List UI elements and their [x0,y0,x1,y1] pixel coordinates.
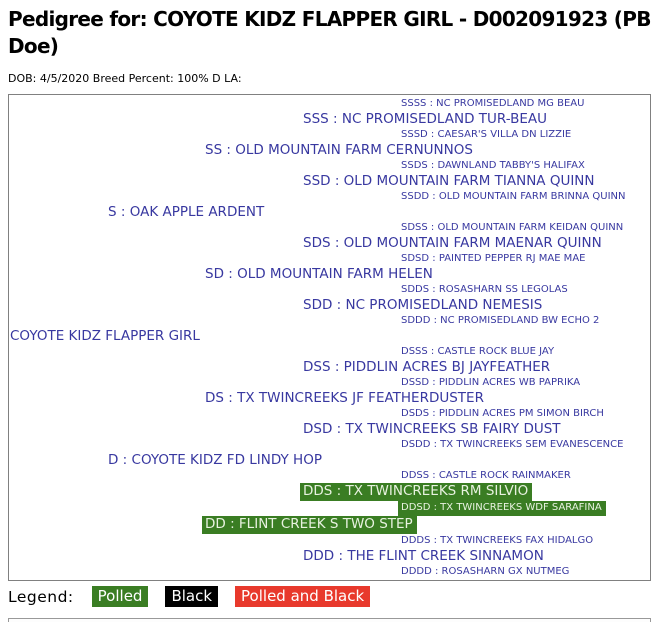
pedigree-row: SDDD : NC PROMISEDLAND BW ECHO 2 [9,314,650,328]
pedigree-row: DD : FLINT CREEK S TWO STEP [9,516,650,534]
pedigree-row: SS : OLD MOUNTAIN FARM CERNUNNOS [9,142,650,159]
pedigree-rows: SSSS : NC PROMISEDLAND MG BEAU SSS : NC P… [9,97,650,579]
legend-label: Legend: [8,587,74,606]
pedigree-name-link[interactable]: SDS : OLD MOUNTAIN FARM MAENAR QUINN [303,235,602,251]
pedigree-row: SDDS : ROSASHARN SS LEGOLAS [9,283,650,297]
page-subtitle: DOB: 4/5/2020 Breed Percent: 100% D LA: [8,72,242,85]
pedigree-row: DDDS : TX TWINCREEKS FAX HIDALGO [9,534,650,548]
pedigree-name-link[interactable]: DDDS : TX TWINCREEKS FAX HIDALGO [401,535,594,546]
pedigree-name-link[interactable]: SDSD : PAINTED PEPPER RJ MAE MAE [401,253,586,264]
pedigree-row: DS : TX TWINCREEKS JF FEATHERDUSTER [9,390,650,407]
pedigree-row: D : COYOTE KIDZ FD LINDY HOP [9,452,650,469]
pedigree-row: SDD : NC PROMISEDLAND NEMESIS [9,297,650,314]
legend-chip-polled: Polled [91,586,149,607]
pedigree-name-link[interactable]: DDS : TX TWINCREEKS RM SILVIO [300,483,533,501]
pedigree-row: DSSS : CASTLE ROCK BLUE JAY [9,345,650,359]
next-section-box [8,618,651,622]
pedigree-row: DSS : PIDDLIN ACRES BJ JAYFEATHER [9,359,650,376]
pedigree-row: SDSD : PAINTED PEPPER RJ MAE MAE [9,252,650,266]
pedigree-name-link[interactable]: SDD : NC PROMISEDLAND NEMESIS [303,297,543,313]
pedigree-name-link[interactable]: SSSS : NC PROMISEDLAND MG BEAU [401,98,585,109]
pedigree-name-link[interactable]: SDSS : OLD MOUNTAIN FARM KEIDAN QUINN [401,222,624,233]
pedigree-name-link[interactable]: S : OAK APPLE ARDENT [108,204,265,220]
pedigree-name-link[interactable]: DDSS : CASTLE ROCK RAINMAKER [401,470,571,481]
pedigree-name-link[interactable]: SSS : NC PROMISEDLAND TUR-BEAU [303,111,548,127]
pedigree-name-link[interactable]: SDDS : ROSASHARN SS LEGOLAS [401,284,568,295]
pedigree-row: DDSD : TX TWINCREEKS WDF SARAFINA [9,501,650,516]
pedigree-row: SDS : OLD MOUNTAIN FARM MAENAR QUINN [9,235,650,252]
pedigree-name-link[interactable]: SDDD : NC PROMISEDLAND BW ECHO 2 [401,315,600,326]
pedigree-row: SSDS : DAWNLAND TABBY'S HALIFAX [9,159,650,173]
legend-chip-polled-and-black: Polled and Black [235,586,371,607]
pedigree-name-link[interactable]: DDD : THE FLINT CREEK SINNAMON [303,548,544,564]
pedigree-name-link[interactable]: DDSD : TX TWINCREEKS WDF SARAFINA [398,501,606,516]
pedigree-row: DSSD : PIDDLIN ACRES WB PAPRIKA [9,376,650,390]
pedigree-row: DSDS : PIDDLIN ACRES PM SIMON BIRCH [9,407,650,421]
pedigree-row: SSSD : CAESAR'S VILLA DN LIZZIE [9,128,650,142]
page-title: Pedigree for: COYOTE KIDZ FLAPPER GIRL -… [8,7,651,58]
pedigree-row: SD : OLD MOUNTAIN FARM HELEN [9,266,650,283]
pedigree-row: SSD : OLD MOUNTAIN FARM TIANNA QUINN [9,173,650,190]
pedigree-name-link[interactable]: DSS : PIDDLIN ACRES BJ JAYFEATHER [303,359,551,375]
pedigree-name-link[interactable]: DSDS : PIDDLIN ACRES PM SIMON BIRCH [401,408,604,419]
pedigree-name-link[interactable]: DS : TX TWINCREEKS JF FEATHERDUSTER [205,390,484,406]
pedigree-name-link[interactable]: DSSD : PIDDLIN ACRES WB PAPRIKA [401,377,581,388]
pedigree-row: SSDD : OLD MOUNTAIN FARM BRINNA QUINN [9,190,650,204]
pedigree-name-link[interactable]: DD : FLINT CREEK S TWO STEP [202,516,417,534]
pedigree-name-link[interactable]: D : COYOTE KIDZ FD LINDY HOP [108,452,322,468]
pedigree-row: DDDD : ROSASHARN GX NUTMEG [9,565,650,579]
pedigree-box: SSSS : NC PROMISEDLAND MG BEAU SSS : NC P… [8,94,651,581]
pedigree-row: DDS : TX TWINCREEKS RM SILVIO [9,483,650,501]
pedigree-name-link[interactable]: DSDD : TX TWINCREEKS SEM EVANESCENCE [401,439,624,450]
pedigree-name-link[interactable]: SD : OLD MOUNTAIN FARM HELEN [205,266,433,282]
legend-chip-black: Black [165,586,219,607]
pedigree-name-link[interactable]: COYOTE KIDZ FLAPPER GIRL [10,328,200,344]
pedigree-row: DSDD : TX TWINCREEKS SEM EVANESCENCE [9,438,650,452]
pedigree-name-link[interactable]: DSD : TX TWINCREEKS SB FAIRY DUST [303,421,561,437]
pedigree-name-link[interactable]: SSSD : CAESAR'S VILLA DN LIZZIE [401,129,572,140]
pedigree-name-link[interactable]: DSSS : CASTLE ROCK BLUE JAY [401,346,555,357]
pedigree-row: SSS : NC PROMISEDLAND TUR-BEAU [9,111,650,128]
pedigree-row: SSSS : NC PROMISEDLAND MG BEAU [9,97,650,111]
pedigree-row: DDSS : CASTLE ROCK RAINMAKER [9,469,650,483]
pedigree-name-link[interactable]: SSDS : DAWNLAND TABBY'S HALIFAX [401,160,585,171]
pedigree-name-link[interactable]: SSD : OLD MOUNTAIN FARM TIANNA QUINN [303,173,595,189]
pedigree-row: S : OAK APPLE ARDENT [9,204,650,221]
pedigree-name-link[interactable]: DDDD : ROSASHARN GX NUTMEG [401,566,570,577]
pedigree-row: DSD : TX TWINCREEKS SB FAIRY DUST [9,421,650,438]
pedigree-name-link[interactable]: SSDD : OLD MOUNTAIN FARM BRINNA QUINN [401,191,626,202]
pedigree-row: COYOTE KIDZ FLAPPER GIRL [9,328,650,345]
pedigree-row: DDD : THE FLINT CREEK SINNAMON [9,548,650,565]
pedigree-row: SDSS : OLD MOUNTAIN FARM KEIDAN QUINN [9,221,650,235]
pedigree-name-link[interactable]: SS : OLD MOUNTAIN FARM CERNUNNOS [205,142,473,158]
legend: Legend: Polled Black Polled and Black [8,586,651,607]
